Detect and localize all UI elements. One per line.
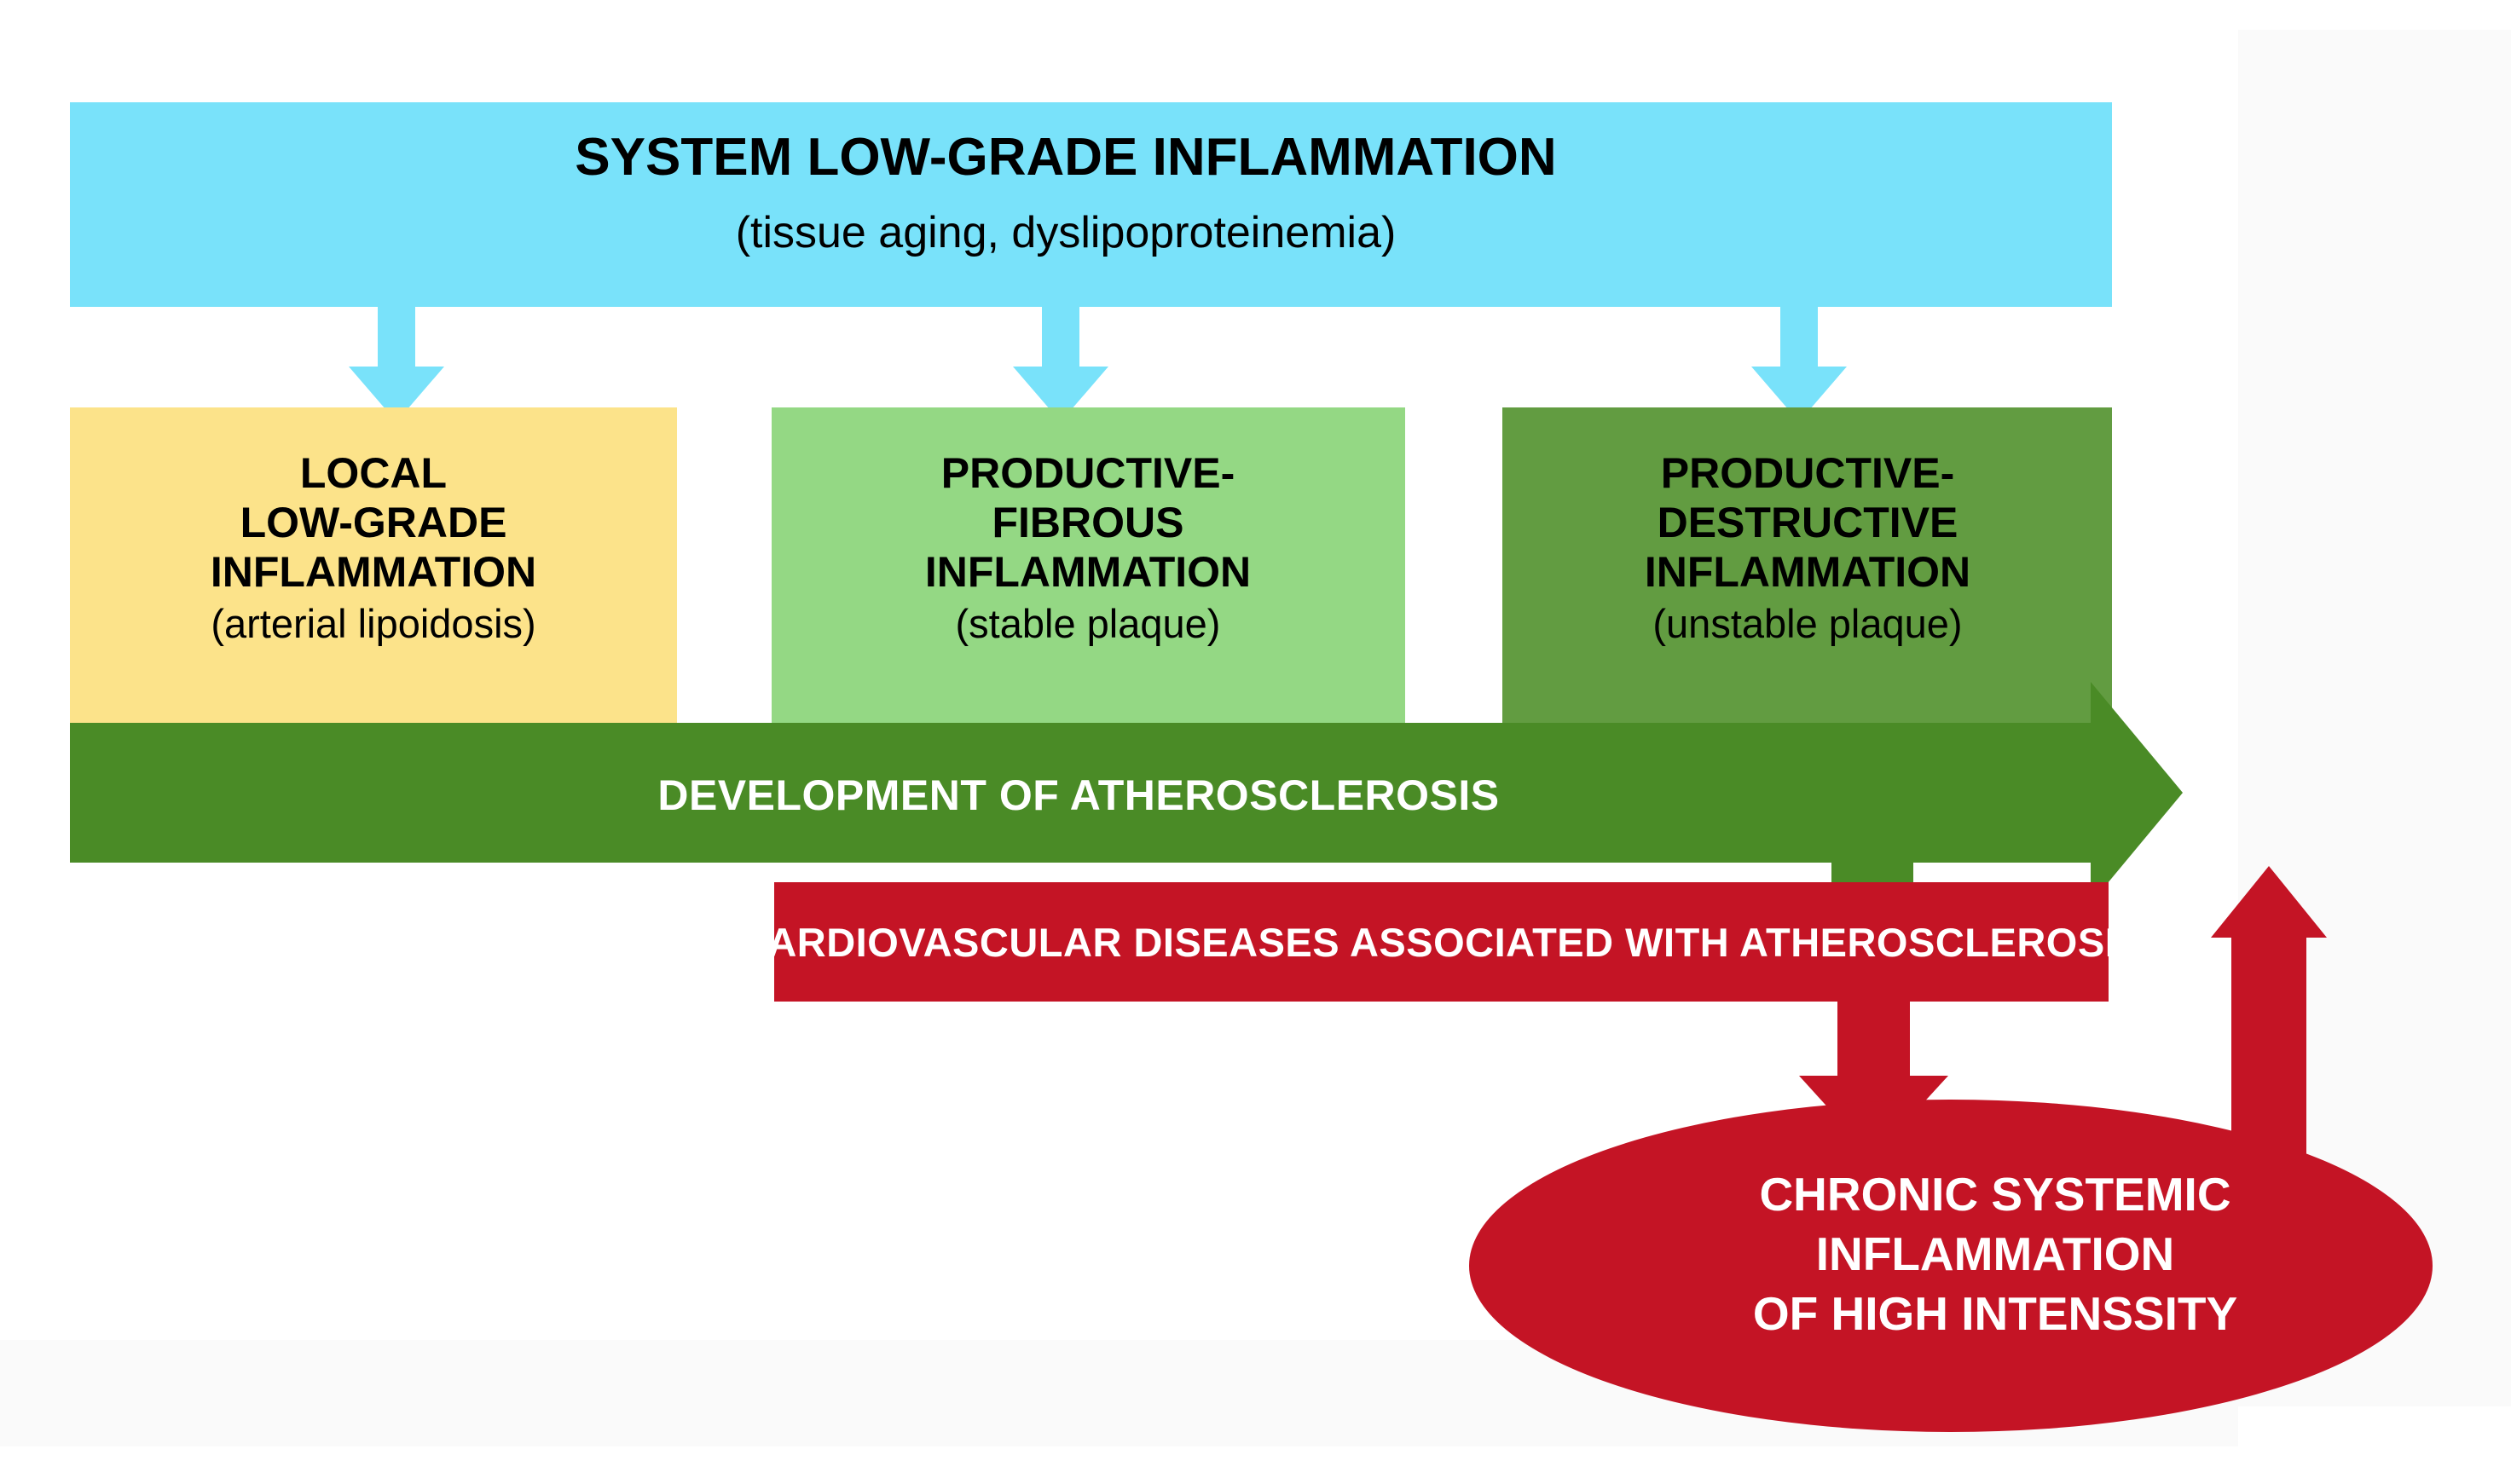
stage-0-sub: (arterial lipoidosis) xyxy=(211,601,535,646)
stage-2-line1: PRODUCTIVE- xyxy=(1661,449,1954,497)
stage-box-productive-fibrous xyxy=(772,407,1405,725)
progression-band-label: DEVELOPMENT OF ATHEROSCLEROSIS xyxy=(657,771,1499,819)
cyan-down-arrow-2 xyxy=(1013,307,1108,422)
cyan-down-arrow-1 xyxy=(349,307,444,422)
stage-0-line3: INFLAMMATION xyxy=(211,548,536,596)
development-of-atherosclerosis-band xyxy=(70,682,2183,904)
outcome-box-label: CARDIOVASCULAR DISEASES ASSOCIATED WITH … xyxy=(738,920,2144,965)
stage-1-sub: (stable plaque) xyxy=(956,601,1221,646)
stage-box-local-low-grade xyxy=(70,407,677,725)
red-up-feedback-arrow xyxy=(2211,866,2327,1210)
banner-heading: SYSTEM LOW-GRADE INFLAMMATION xyxy=(575,128,1556,187)
ellipse-line3: OF HIGH INTENSSITY xyxy=(1753,1287,2237,1340)
banner-subheading: (tissue aging, dyslipoproteinemia) xyxy=(736,208,1397,257)
stage-1-line3: INFLAMMATION xyxy=(925,548,1251,596)
stage-box-productive-destructive xyxy=(1502,407,2112,725)
chronic-systemic-inflammation-ellipse xyxy=(1469,1100,2433,1432)
stage-2-line2: DESTRUCTIVE xyxy=(1658,499,1958,546)
ellipse-line1: CHRONIC SYSTEMIC xyxy=(1759,1168,2230,1221)
cyan-down-arrow-3 xyxy=(1751,307,1847,422)
stage-2-sub: (unstable plaque) xyxy=(1652,601,1962,646)
system-inflammation-banner xyxy=(70,102,2112,307)
cardiovascular-diseases-box xyxy=(774,882,2109,1002)
stage-1-line2: FIBROUS xyxy=(992,499,1184,546)
stage-0-line2: LOW-GRADE xyxy=(240,499,507,546)
red-down-arrow-to-ellipse xyxy=(1799,1002,1948,1158)
stage-1-line1: PRODUCTIVE- xyxy=(941,449,1235,497)
stage-2-line3: INFLAMMATION xyxy=(1645,548,1970,596)
stage-0-line1: LOCAL xyxy=(300,449,447,497)
ellipse-line2: INFLAMMATION xyxy=(1816,1227,2175,1280)
